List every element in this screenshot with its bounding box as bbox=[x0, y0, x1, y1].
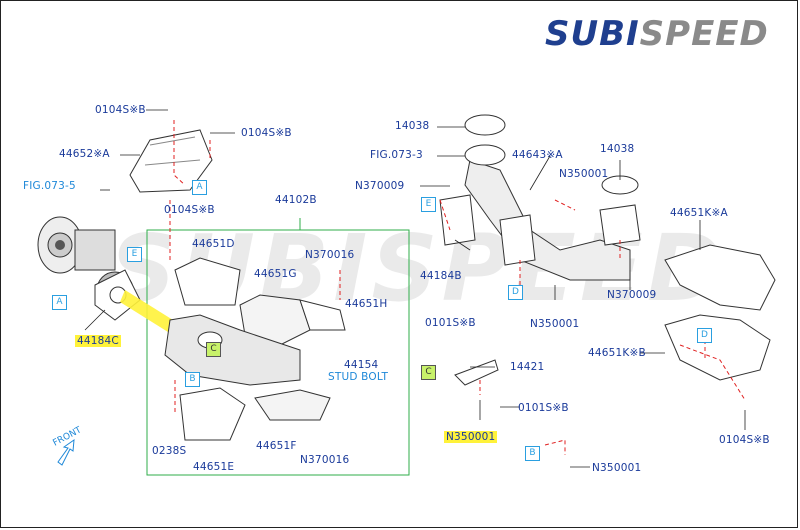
marker-e: E bbox=[421, 197, 436, 212]
part-label-44184b: 44184B bbox=[420, 270, 462, 282]
part-label-n350001: N350001 bbox=[592, 462, 642, 474]
marker-d: D bbox=[508, 285, 523, 300]
part-label-0104s-b: 0104S※B bbox=[241, 127, 292, 139]
part-label-n350001: N350001 bbox=[444, 431, 498, 443]
part-label-44651k-b: 44651K※B bbox=[588, 347, 646, 359]
part-label-0238s: 0238S bbox=[152, 445, 187, 457]
part-label-14038: 14038 bbox=[395, 120, 430, 132]
part-label-0104s-b: 0104S※B bbox=[719, 434, 770, 446]
part-label-n370016: N370016 bbox=[300, 454, 350, 466]
figure-reference: FIG.073-5 bbox=[23, 180, 76, 192]
part-label-14421: 14421 bbox=[510, 361, 545, 373]
part-label-44651e: 44651E bbox=[193, 461, 235, 473]
part-label-44102b: 44102B bbox=[275, 194, 317, 206]
part-label-44651k-a: 44651K※A bbox=[670, 207, 728, 219]
part-label-44652a: 44652※A bbox=[59, 148, 110, 160]
part-label-0104s-b: 0104S※B bbox=[164, 204, 215, 216]
marker-e: E bbox=[127, 247, 142, 262]
subispeed-logo: SUBISPEED bbox=[545, 14, 769, 54]
marker-d: D bbox=[697, 328, 712, 343]
part-label-n370009: N370009 bbox=[607, 289, 657, 301]
stud-bolt-label: STUD BOLT bbox=[328, 371, 389, 383]
part-label-n370016: N370016 bbox=[305, 249, 355, 261]
marker-c: C bbox=[206, 342, 221, 357]
part-label-n350001: N350001 bbox=[559, 168, 609, 180]
part-label-n370009: N370009 bbox=[355, 180, 405, 192]
marker-c: C bbox=[421, 365, 436, 380]
marker-b: B bbox=[525, 446, 540, 461]
marker-a: A bbox=[192, 180, 207, 195]
part-label-44651g: 44651G bbox=[254, 268, 297, 280]
part-label-0101s-b: 0101S※B bbox=[518, 402, 569, 414]
part-label-n350001: N350001 bbox=[530, 318, 580, 330]
part-label-44651h: 44651H bbox=[345, 298, 388, 310]
part-label-44643a: 44643※A bbox=[512, 149, 563, 161]
part-label-44651d: 44651D bbox=[192, 238, 235, 250]
part-label-14038: 14038 bbox=[600, 143, 635, 155]
part-label-44154: 44154 bbox=[344, 359, 379, 371]
marker-a: A bbox=[52, 295, 67, 310]
part-label-0101s-b: 0101S※B bbox=[425, 317, 476, 329]
part-label-0104s-b: 0104S※B bbox=[95, 104, 146, 116]
part-label-44184c: 44184C bbox=[75, 335, 121, 347]
part-label-44651f: 44651F bbox=[256, 440, 297, 452]
figure-reference: FIG.073-3 bbox=[370, 149, 423, 161]
marker-b: B bbox=[185, 372, 200, 387]
